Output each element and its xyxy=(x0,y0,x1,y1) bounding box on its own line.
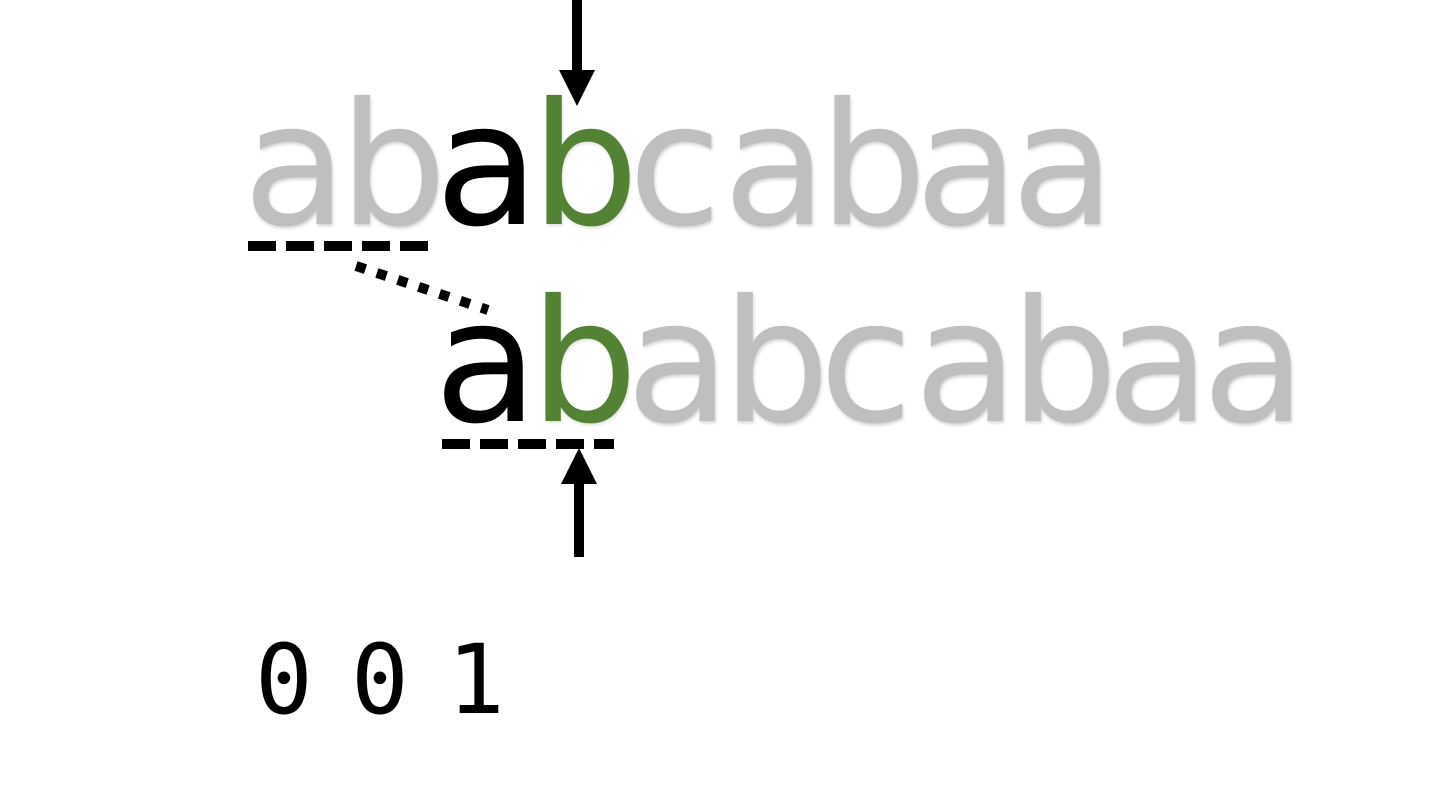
text-char: b xyxy=(339,67,447,265)
prefix-table: 0 0 1 xyxy=(255,630,543,730)
text-char: a xyxy=(723,67,828,265)
text-char-active: a xyxy=(435,67,540,265)
pattern-char: a xyxy=(626,264,731,462)
prefix-value: 1 xyxy=(447,624,505,736)
bottom-pointer-arrow xyxy=(561,448,597,557)
pattern-char: a xyxy=(1106,264,1211,462)
pattern-char: a xyxy=(914,264,1019,462)
prefix-value: 0 xyxy=(351,624,409,736)
text-sequence: a b a b c a b a a xyxy=(243,67,1116,265)
pattern-char-active: a xyxy=(434,264,539,462)
text-char: a xyxy=(1011,67,1116,265)
pattern-sequence: a b a b c a b a a xyxy=(434,264,1307,462)
pattern-char: b xyxy=(1010,264,1118,462)
dotted-connector xyxy=(354,261,490,315)
pattern-char-current: b xyxy=(530,264,638,462)
prefix-value: 0 xyxy=(255,624,313,736)
pattern-char: b xyxy=(722,264,830,462)
text-char: a xyxy=(915,67,1020,265)
pattern-char: c xyxy=(819,264,913,462)
top-pointer-arrow xyxy=(559,0,595,106)
text-char: a xyxy=(243,67,348,265)
pattern-char: a xyxy=(1202,264,1307,462)
text-char: b xyxy=(819,67,927,265)
text-char-current: b xyxy=(531,67,639,265)
text-char: c xyxy=(628,67,722,265)
